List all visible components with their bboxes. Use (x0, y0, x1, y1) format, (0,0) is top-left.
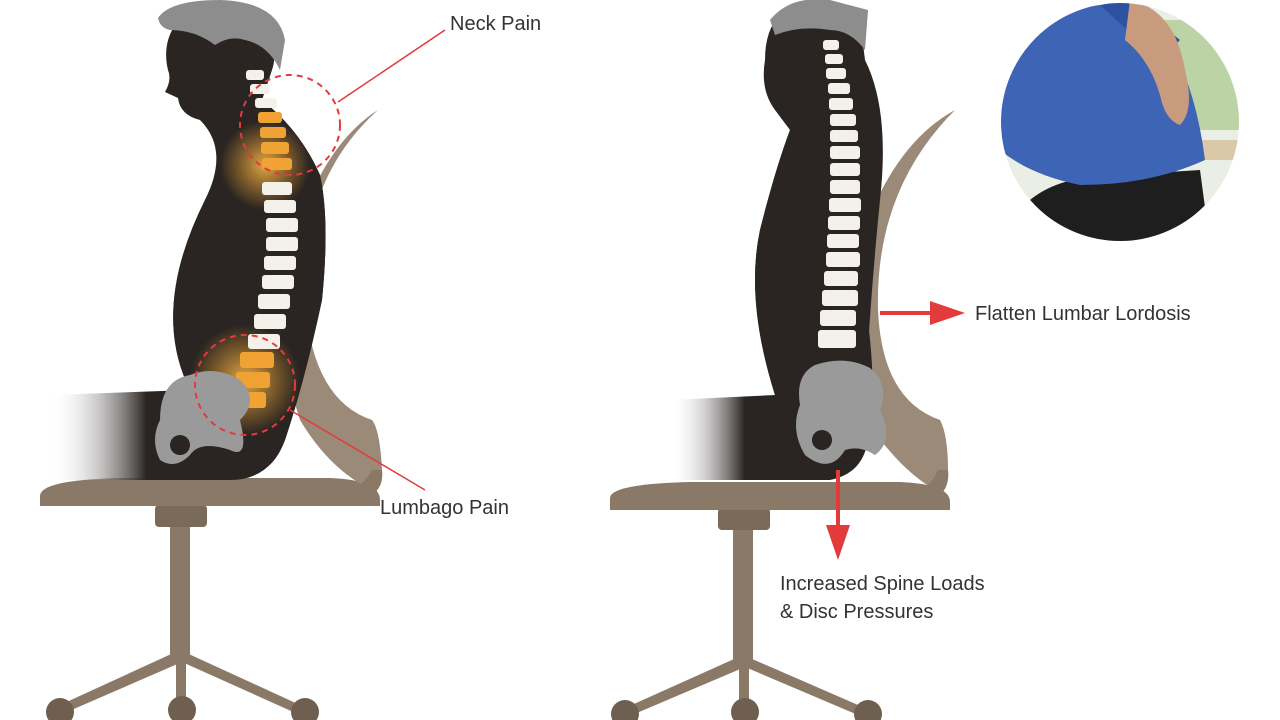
flatten-arrow-icon (930, 301, 965, 325)
inset-photo-frame (999, 1, 1241, 243)
flatten-lumbar-label: Flatten Lumbar Lordosis (975, 303, 1191, 325)
left-figure: Neck Pain Lumbago Pain (40, 0, 541, 720)
neck-pain-label: Neck Pain (450, 13, 541, 35)
right-spine (796, 40, 887, 464)
right-figure: Flatten Lumbar Lordosis Increased Spine … (610, 0, 1191, 720)
lumbago-pain-label: Lumbago Pain (380, 497, 509, 519)
lumbago-pain-leader (289, 409, 426, 491)
inset-photo (999, 1, 1241, 243)
spine-load-arrow-icon (826, 525, 850, 560)
right-annotations: Flatten Lumbar Lordosis Increased Spine … (780, 301, 1191, 623)
neck-pain-marker-icon (239, 74, 341, 176)
spine-loads-label-line2: & Disc Pressures (780, 601, 933, 623)
left-annotations: Neck Pain Lumbago Pain (194, 13, 541, 519)
spine-loads-label-line1: Increased Spine Loads (780, 573, 985, 595)
neck-pain-leader (337, 29, 446, 103)
left-spine (155, 70, 310, 464)
lumbago-pain-marker-icon (194, 334, 296, 436)
